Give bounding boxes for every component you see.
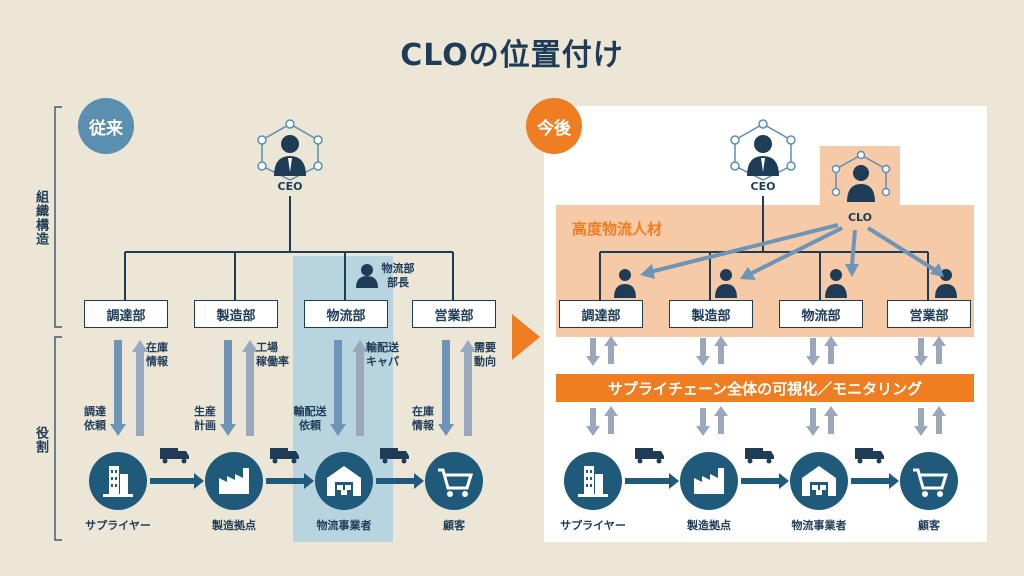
warehouse-icon-after: [790, 452, 848, 510]
page-title: CLOの位置付け: [400, 38, 624, 73]
dept-sales-after: 営業部: [887, 300, 971, 328]
ceo-label-after: CEO: [750, 180, 776, 193]
logistics-head-icon: [356, 264, 378, 288]
clo-icon: [831, 150, 891, 202]
factory-icon: [205, 452, 263, 510]
visibility-banner: サプライチェーン全体の可視化／モニタリング: [556, 374, 974, 402]
after-badge: 今後: [526, 98, 582, 154]
dept-manufacturing: 製造部: [194, 300, 278, 328]
dept-sales: 営業部: [412, 300, 496, 328]
supplier-icon: [89, 452, 147, 510]
dept-logistics-after: 物流部: [779, 300, 863, 328]
flow-up-3: 需要 動向: [474, 341, 496, 368]
actor-customer: 顧客: [443, 519, 465, 532]
logistics-head-label: 物流部 部長: [381, 262, 415, 289]
flow-up-0: 在庫 情報: [146, 341, 168, 368]
dept-procurement: 調達部: [84, 300, 168, 328]
actor-logistics: 物流事業者: [316, 519, 372, 532]
flow-up-1: 工場 稼働率: [256, 341, 289, 368]
flow-down-3: 在庫 情報: [412, 405, 434, 432]
talent-label: 高度物流人材: [572, 220, 663, 238]
clo-label: CLO: [847, 211, 873, 224]
transition-arrow: [512, 314, 540, 360]
warehouse-icon: [315, 452, 373, 510]
ceo-icon-after: [730, 119, 796, 181]
ceo-icon: [257, 119, 323, 181]
flow-down-1: 生産 計画: [194, 405, 216, 432]
factory-icon-after: [680, 452, 738, 510]
before-badge: 従来: [78, 98, 134, 154]
flow-up-2: 輸配送 キャパ: [366, 341, 399, 368]
ceo-label: CEO: [277, 180, 303, 193]
actor-factory: 製造拠点: [212, 519, 256, 532]
dept-manufacturing-after: 製造部: [669, 300, 753, 328]
dept-logistics: 物流部: [304, 300, 388, 328]
dept-procurement-after: 調達部: [559, 300, 643, 328]
actor-supplier-after: サプライヤー: [560, 519, 626, 532]
actor-customer-after: 顧客: [918, 519, 940, 532]
actor-factory-after: 製造拠点: [687, 519, 731, 532]
role-label: 役割: [33, 426, 48, 454]
actor-logistics-after: 物流事業者: [791, 519, 847, 532]
flow-down-2: 輸配送 依頼: [293, 405, 327, 432]
cart-icon: [425, 452, 483, 510]
cart-icon-after: [900, 452, 958, 510]
flow-down-0: 調達 依頼: [84, 405, 106, 432]
actor-supplier: サプライヤー: [85, 519, 151, 532]
structure-label: 組織構造: [33, 190, 48, 246]
supplier-icon-after: [564, 452, 622, 510]
